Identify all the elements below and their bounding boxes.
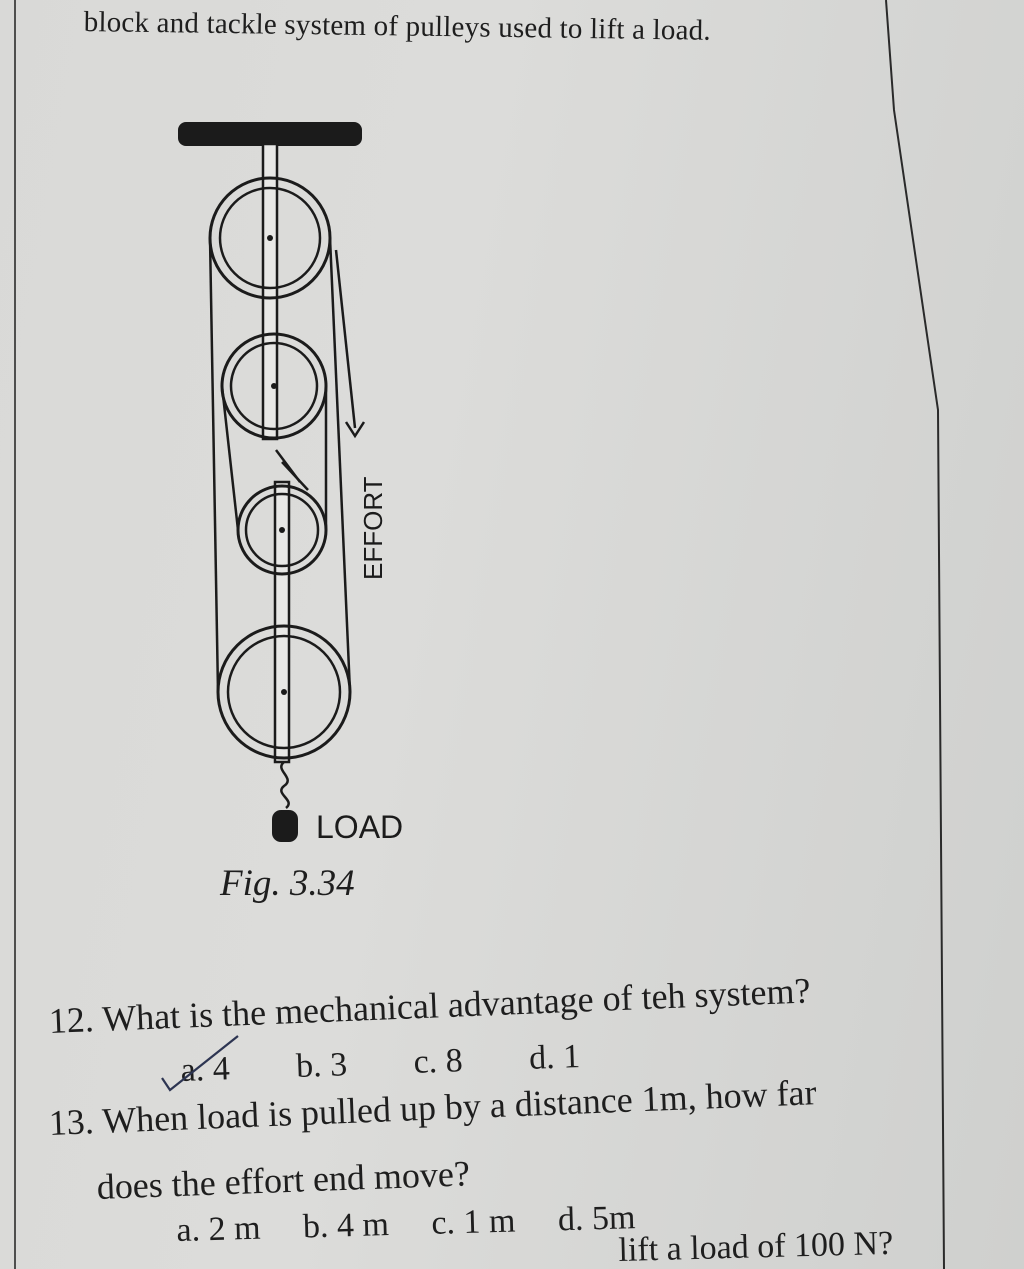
rope xyxy=(208,237,352,693)
option-12-d: d. 1 xyxy=(528,1038,581,1077)
heading-text: block and tackle system of pulleys used … xyxy=(83,6,712,47)
question-12-text: What is the mechanical advantage of teh … xyxy=(101,970,812,1039)
effort-arrow xyxy=(344,421,366,439)
option-13-b: b. 4 m xyxy=(302,1206,390,1246)
lower-pulley-small-axle xyxy=(279,527,285,533)
effort-rope xyxy=(334,249,357,429)
pulley-diagram: EFFORT LOAD xyxy=(178,122,403,845)
option-13-c: c. 1 m xyxy=(430,1202,516,1242)
upper-pulley-large-axle xyxy=(267,235,273,241)
pen-tick-mark xyxy=(161,1035,239,1092)
load-hook xyxy=(280,761,290,809)
page-margin-line xyxy=(14,0,16,1269)
load-weight xyxy=(272,810,298,842)
ceiling-support xyxy=(178,122,362,146)
option-12-c: c. 8 xyxy=(412,1042,464,1081)
lower-pulley-large-axle xyxy=(281,689,287,695)
upper-pulley-small-axle xyxy=(271,383,277,389)
page-right-border xyxy=(885,0,945,1269)
question-13-line2: does the effort end move? xyxy=(96,1153,471,1207)
lower-block-strap xyxy=(273,480,291,764)
option-13-a: a. 2 m xyxy=(176,1209,262,1249)
load-label: LOAD xyxy=(316,809,403,845)
question-13-number: 13. xyxy=(48,1101,95,1143)
option-12-b: b. 3 xyxy=(295,1046,348,1085)
question-13-options: a. 2 m b. 4 m c. 1 m d. 5m xyxy=(176,1198,670,1250)
figure-caption: Fig. 3.34 xyxy=(220,863,355,904)
next-question-fragment: lift a load of 100 N? xyxy=(618,1224,894,1269)
effort-label: EFFORT xyxy=(358,476,388,580)
question-12-number: 12. xyxy=(48,999,95,1041)
